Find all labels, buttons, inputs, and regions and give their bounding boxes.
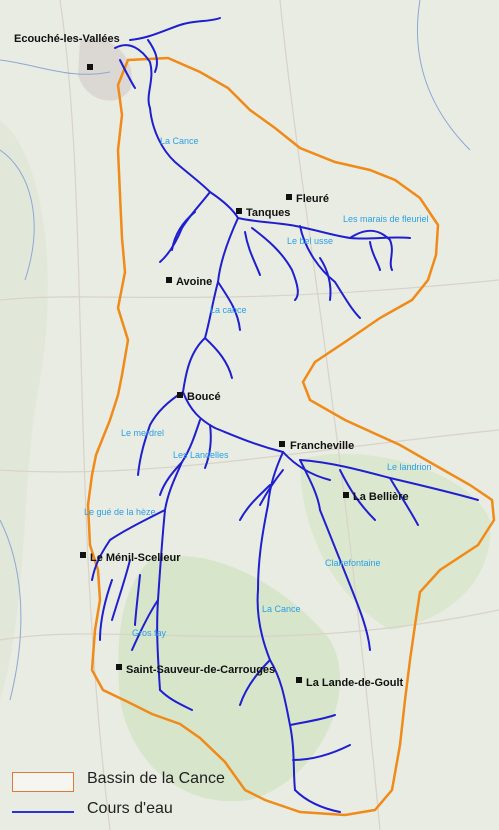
- river-le-bel-usse: [251, 227, 299, 301]
- town-label: Tanques: [246, 207, 290, 219]
- basin-boundary: [86, 56, 496, 817]
- river-label: Clairefontaine: [325, 558, 381, 568]
- town-marker: [177, 392, 183, 398]
- river-les-landelles: [156, 419, 201, 691]
- forest-area: [118, 556, 341, 802]
- rivers: [91, 17, 479, 813]
- river-label: Le merdrel: [121, 428, 164, 438]
- town-saint-sauveur: Saint-Sauveur-de-Carrouges: [116, 664, 275, 676]
- forest-area: [0, 120, 48, 700]
- town-ecouche: Ecouché-les-Vallées: [14, 33, 120, 70]
- river-clairefontaine: [319, 509, 371, 651]
- river-le-gue-de-la-heze: [91, 509, 166, 581]
- river-label: Les marais de fleuriel: [343, 214, 429, 224]
- town-label: Avoine: [176, 276, 212, 288]
- town-marker: [87, 64, 93, 70]
- legend-item-river: Cours d'eau: [12, 796, 312, 826]
- town-bouce: Boucé: [177, 391, 221, 403]
- town-label: La Lande-de-Goult: [306, 677, 404, 689]
- town-label: La Bellière: [353, 491, 409, 503]
- legend: Bassin de la Cance Cours d'eau: [12, 766, 312, 826]
- towns: Ecouché-les-Vallées Fleuré Tanques Avoin…: [14, 33, 409, 689]
- basin-swatch: [12, 772, 74, 792]
- town-label: Francheville: [290, 440, 354, 452]
- town-marker: [80, 552, 86, 558]
- town-marker: [296, 677, 302, 683]
- river-label: Le landrion: [387, 462, 432, 472]
- river-label: La cance: [210, 305, 247, 315]
- town-la-belliere: La Bellière: [343, 491, 409, 503]
- town-la-lande-de-goult: La Lande-de-Goult: [296, 677, 404, 689]
- legend-item-basin: Bassin de la Cance: [12, 766, 312, 796]
- town-label: Ecouché-les-Vallées: [14, 33, 120, 45]
- context-rivers: [0, 0, 471, 701]
- river-le-merdrel: [137, 391, 184, 476]
- river-swatch: [12, 811, 74, 813]
- town-label: Fleuré: [296, 193, 329, 205]
- town-fleure: Fleuré: [286, 193, 329, 205]
- river-label: Le gué de la hèze: [84, 507, 156, 517]
- town-label: Boucé: [187, 391, 221, 403]
- river-gros-fay: [131, 599, 159, 651]
- legend-label-river: Cours d'eau: [87, 800, 173, 817]
- town-avoine: Avoine: [166, 276, 212, 288]
- legend-label-basin: Bassin de la Cance: [87, 770, 225, 787]
- river-la-cance-main: [114, 44, 296, 791]
- town-tanques: Tanques: [236, 207, 290, 219]
- river-label: Gros fay: [132, 628, 167, 638]
- town-label: Le Ménil-Scelleur: [90, 552, 181, 564]
- town-francheville: Francheville: [279, 440, 354, 452]
- river-label: Les Landelles: [173, 450, 229, 460]
- river-les-marais-de-fleuriel: [237, 217, 411, 240]
- river-label: La Cance: [262, 604, 301, 614]
- town-marker: [116, 664, 122, 670]
- town-marker: [236, 208, 242, 214]
- town-le-menil-scelleur: Le Ménil-Scelleur: [80, 552, 181, 564]
- town-marker: [343, 492, 349, 498]
- river-label: La Cance: [160, 136, 199, 146]
- town-label: Saint-Sauveur-de-Carrouges: [126, 664, 275, 676]
- town-marker: [286, 194, 292, 200]
- town-marker: [279, 441, 285, 447]
- river-label: Le bel usse: [287, 236, 333, 246]
- river-labels: La Cance Les marais de fleuriel Le bel u…: [84, 136, 432, 638]
- town-marker: [166, 277, 172, 283]
